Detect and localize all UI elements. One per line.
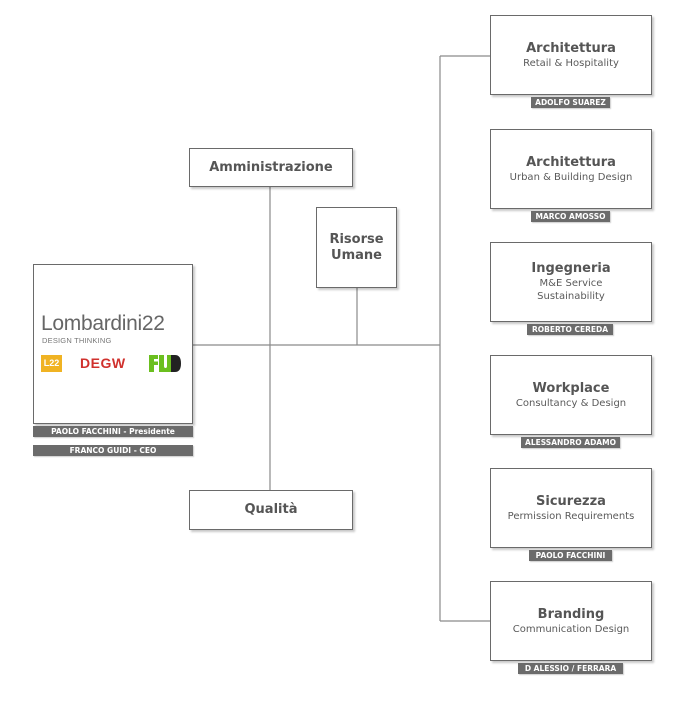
division-lead-tag: ROBERTO CEREDA <box>527 324 613 335</box>
amministrazione-label: Amministrazione <box>209 159 333 175</box>
division-lead-tag: ADOLFO SUAREZ <box>531 97 610 108</box>
division-box: Architettura Urban & Building Design <box>490 129 652 209</box>
risorse-umane-label-line2: Umane <box>331 247 382 263</box>
division-lead-tag: ALESSANDRO ADAMO <box>521 437 620 448</box>
division-box: Sicurezza Permission Requirements <box>490 468 652 548</box>
company-box <box>33 264 193 424</box>
president-tag: PAOLO FACCHINI - Presidente <box>33 426 193 437</box>
division-lead-tag: PAOLO FACCHINI <box>529 550 612 561</box>
l22-logo: L22 <box>41 355 62 372</box>
division-title: Workplace <box>532 380 610 396</box>
division-title: Architettura <box>526 154 616 170</box>
ceo-tag: FRANCO GUIDI - CEO <box>33 445 193 456</box>
division-title: Sicurezza <box>536 493 606 509</box>
division-subtitle: Sustainability <box>537 291 605 302</box>
amministrazione-box: Amministrazione <box>189 148 353 187</box>
division-box: Workplace Consultancy & Design <box>490 355 652 435</box>
fud-logo <box>149 355 181 372</box>
risorse-umane-label-line1: Risorse <box>329 231 384 247</box>
company-logo: Lombardini22 <box>41 312 165 335</box>
division-subtitle: Retail & Hospitality <box>523 57 619 69</box>
division-subtitle: Consultancy & Design <box>515 397 627 409</box>
division-box: Architettura Retail & Hospitality <box>490 15 652 95</box>
division-subtitle: Communication Design <box>512 623 630 635</box>
division-subtitle: Urban & Building Design <box>509 171 633 183</box>
company-logo-subtitle: DESIGN THINKING <box>42 336 112 345</box>
division-box: Ingegneria M&E Service Sustainability <box>490 242 652 322</box>
degw-logo: DEGW <box>80 355 126 371</box>
division-title: Architettura <box>526 40 616 56</box>
division-subtitle: M&E Service <box>539 278 603 289</box>
division-title: Branding <box>537 606 605 622</box>
division-title: Ingegneria <box>531 261 611 276</box>
division-lead-tag: D ALESSIO / FERRARA <box>518 663 623 674</box>
risorse-umane-box: Risorse Umane <box>316 207 397 288</box>
division-lead-tag: MARCO AMOSSO <box>531 211 610 222</box>
division-box: Branding Communication Design <box>490 581 652 661</box>
qualita-box: Qualità <box>189 490 353 530</box>
qualita-label: Qualità <box>244 502 298 517</box>
division-subtitle: Permission Requirements <box>507 510 635 522</box>
